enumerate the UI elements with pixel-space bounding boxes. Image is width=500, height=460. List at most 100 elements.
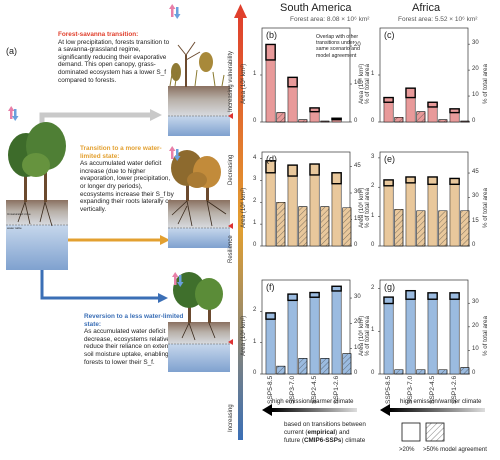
panel-a-label: (a) <box>6 46 17 56</box>
y-tick-label: 1 <box>253 71 257 77</box>
bar-overlap <box>309 163 320 176</box>
y2-tick-label: 20 <box>354 319 361 326</box>
y2-tick-label: 10 <box>472 346 479 353</box>
bar-overlap <box>427 101 438 108</box>
legend-plain-swatch <box>401 422 421 442</box>
bar-agreement-hatch <box>438 210 448 247</box>
y2-tick-label: 30 <box>472 40 479 47</box>
ecosystem-illustration: Unsaturated zone water table <box>6 4 247 440</box>
bar-overlap <box>309 291 320 298</box>
y-tick-label: 4 <box>253 154 257 161</box>
bar-agreement-hatch <box>460 120 470 123</box>
y-tick-label: 1 <box>371 212 375 219</box>
more-limited-text: Transition to a more water-limited state… <box>80 145 175 213</box>
bar-agreement-hatch <box>342 207 352 247</box>
bar-overlap <box>449 108 460 114</box>
bar-agreement-hatch <box>320 358 330 375</box>
bar-overlap <box>265 43 276 61</box>
left-ylabel: Area (10⁶ km²) <box>240 63 247 104</box>
forest-savanna-text: Forest-savanna transition: At low precip… <box>58 31 171 84</box>
bar-agreement-hatch <box>394 209 404 247</box>
arrow-to-less-limited <box>40 265 158 300</box>
y-tick-label: 3 <box>253 176 257 183</box>
bar-overlap <box>287 76 298 88</box>
less-limited-text: Reversion to a less water-limited state:… <box>84 313 184 366</box>
y-tick-label: 1 <box>253 220 257 227</box>
panel-label: (d) <box>266 154 277 164</box>
left-ylabel: Area (10⁶ km²) <box>358 315 365 356</box>
y2-tick-label: 30 <box>472 299 479 306</box>
y2-tick-label: 20 <box>354 42 361 49</box>
arrow-to-less-limited-head <box>158 293 168 303</box>
y-tick-label: 2 <box>253 307 257 314</box>
panel-label: (e) <box>384 154 395 164</box>
y-tick-label: 0 <box>253 242 257 248</box>
y2-tick-label: 15 <box>354 215 361 222</box>
panel-label: (f) <box>266 282 275 292</box>
legend-empirical: empirical <box>307 429 336 436</box>
bar-overlap <box>427 176 438 186</box>
y2-tick-label: 0 <box>354 370 358 376</box>
legend-line-1: based on transitions between <box>284 421 366 428</box>
left-ylabel: Area (10⁶ km²) <box>358 63 365 104</box>
y2-tick-label: 15 <box>472 217 479 224</box>
y-tick-label: 1 <box>371 327 375 334</box>
savanna-block <box>168 41 230 136</box>
y2-tick-label: 0 <box>472 118 476 124</box>
bar-overlap <box>383 96 394 103</box>
legend-line-3c: ) climate <box>341 437 366 444</box>
bar-agreement-hatch <box>460 210 470 247</box>
y2-tick-label: 30 <box>354 294 361 301</box>
y2-tick-label: 10 <box>354 80 361 87</box>
bar-overlap <box>287 164 298 177</box>
y2-tick-label: 45 <box>354 162 361 169</box>
sa-climate-label: high emission/warmer climate <box>272 398 354 405</box>
y2-tick-label: 0 <box>354 118 358 124</box>
right-ylabel: % of total area <box>364 188 371 228</box>
y2-tick-label: 0 <box>472 370 476 376</box>
bar-agreement-hatch <box>298 358 308 375</box>
bar-overlap <box>405 176 416 184</box>
legend-hatched-label: >50% model agreement <box>423 447 487 453</box>
water-table-label: water table <box>7 226 22 230</box>
vulnerability-arrow-head <box>234 4 247 18</box>
right-ylabel: % of total area <box>482 188 489 228</box>
legend-hatched-swatch <box>425 422 445 442</box>
bar-agreement-hatch <box>394 369 404 375</box>
panel-label: (g) <box>384 282 395 292</box>
bar-overlap <box>309 107 320 113</box>
y2-tick-label: 45 <box>472 169 479 176</box>
y2-tick-label: 30 <box>472 193 479 200</box>
bar-agreement-hatch <box>438 369 448 375</box>
right-ylabel: % of total area <box>482 316 489 356</box>
legend-line-2c: ) and <box>335 429 350 436</box>
bar-agreement-hatch <box>320 120 330 123</box>
bar-agreement-hatch <box>342 353 352 375</box>
y2-tick-label: 0 <box>472 242 476 248</box>
bar-agreement-hatch <box>298 119 308 123</box>
bar-agreement-hatch <box>298 206 308 247</box>
y-tick-label: 0 <box>371 370 375 376</box>
bar-agreement-hatch <box>460 367 470 375</box>
more-limited-body: As accumulated water deficit increase (d… <box>80 160 174 213</box>
panel-label: (c) <box>384 30 395 40</box>
bar-overlap <box>405 289 416 300</box>
overlap-note: Overlap with other transitions under sam… <box>316 34 360 59</box>
y-tick-label: 0 <box>371 242 375 248</box>
bar-agreement-hatch <box>394 117 404 123</box>
legend-line-3a: future ( <box>284 437 304 444</box>
more-limited-title: Transition to a more water-limited state… <box>80 145 162 160</box>
bar-overlap <box>449 177 460 186</box>
af-climate-arrow <box>390 408 485 412</box>
sa-title: South America <box>280 2 352 14</box>
less-limited-title: Reversion to a less water-limited state: <box>84 313 184 328</box>
vulnerability-arrow-shaft <box>238 16 243 440</box>
right-ylabel: % of total area <box>364 64 371 104</box>
legend-plain-label: >20% <box>399 447 415 453</box>
legend-cmip6: CMIP6-SSPs <box>303 437 342 444</box>
bar-overlap <box>265 312 276 320</box>
bar-agreement-hatch <box>416 369 426 375</box>
af-area-label: Forest area: 5.52 × 10⁶ km² <box>398 16 478 23</box>
y-tick-label: 1 <box>253 338 257 345</box>
